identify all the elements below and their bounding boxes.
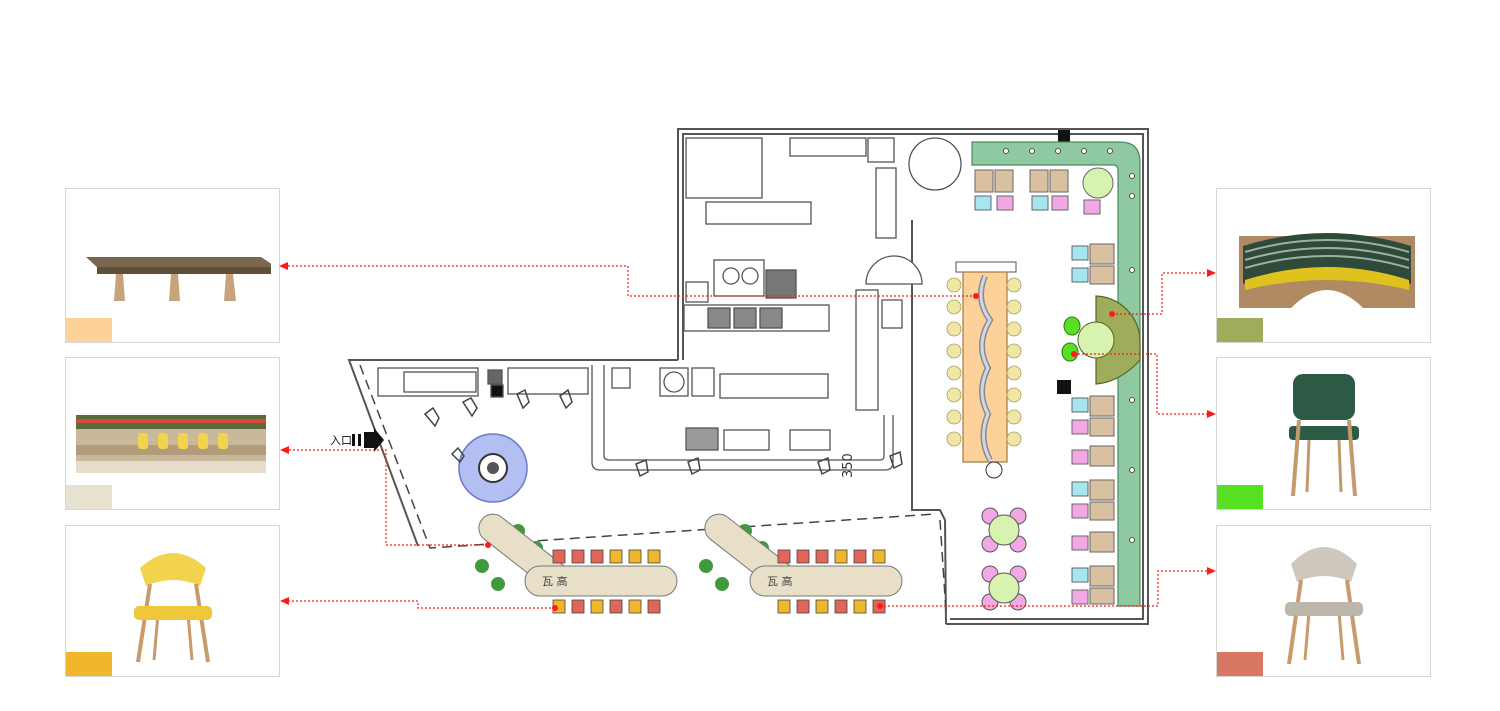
booth-tables-top	[974, 167, 1114, 215]
bench-group-left: 瓦 高	[475, 513, 678, 614]
dining-hall-photo-icon	[76, 415, 266, 473]
entrance-label: 入口	[330, 434, 352, 447]
legend-swatch	[1217, 318, 1263, 342]
legend-card-wooden-table	[65, 188, 280, 343]
green-booth-sofa-icon	[1239, 233, 1415, 308]
grey-chair-icon	[1285, 547, 1363, 665]
legend-card-dining-hall	[65, 357, 280, 510]
legend-swatch	[1217, 652, 1263, 676]
legend-card-yellow-chair	[65, 525, 280, 677]
legend-swatch	[66, 318, 112, 342]
legend-swatch	[66, 652, 112, 676]
round-tables	[981, 507, 1027, 611]
legend-swatch	[66, 485, 112, 509]
yellow-chair-icon	[134, 553, 212, 663]
legend-card-green-chair	[1216, 357, 1431, 510]
kitchen	[377, 137, 962, 471]
green-chair-icon	[1289, 374, 1359, 497]
communal-table	[946, 261, 1022, 479]
dimension-label: 350	[841, 453, 856, 478]
structural-columns	[1057, 130, 1071, 394]
wooden-table-icon	[86, 257, 271, 301]
entrance-arrow-icon	[352, 434, 355, 446]
legend-card-grey-chair	[1216, 525, 1431, 677]
entrance-marker: 入口	[330, 428, 384, 452]
legend-card-booth-sofa	[1216, 188, 1431, 343]
legend-swatch	[1217, 485, 1263, 509]
bench-group-right: 瓦 高	[699, 513, 903, 614]
bench-label-left: 瓦 高	[542, 574, 568, 588]
bench-label-right: 瓦 高	[767, 574, 793, 588]
facade-dashed-line	[359, 364, 936, 549]
